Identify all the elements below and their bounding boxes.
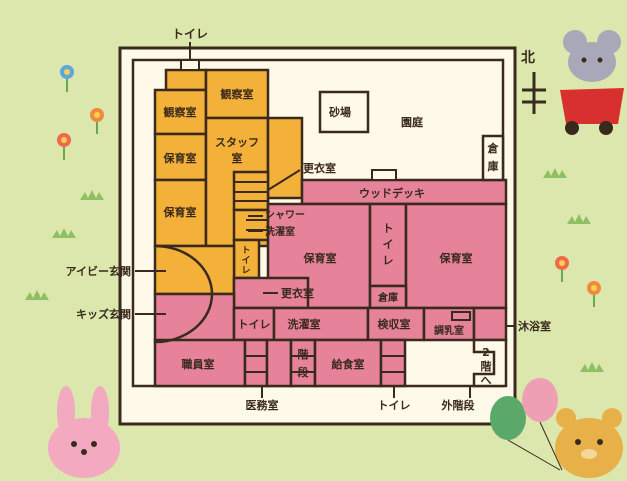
label-staff-room-suffix: 室 [232, 151, 243, 165]
label-prep: 調乳室 [434, 324, 464, 337]
label-second-floor-2: 階 [481, 359, 492, 373]
label-toilet-small-2: イ [241, 255, 250, 266]
entrance-door-arc [154, 244, 214, 344]
bunny-icon [48, 386, 120, 478]
grass-decorations [25, 168, 604, 372]
label-toilet-mid-3: レ [383, 254, 394, 267]
label-laundry-2: 洗濯室 [288, 317, 321, 331]
garden-door [371, 169, 397, 181]
north-arrow-icon [522, 72, 546, 114]
label-toilet-top: トイレ [172, 27, 208, 41]
label-ivy-entrance: アイビー玄関 [66, 264, 131, 278]
flower-icon [587, 281, 601, 307]
bear-icon [555, 408, 623, 478]
label-observation-1: 観察室 [164, 105, 197, 119]
label-laundry-1: 洗濯室 [265, 225, 295, 238]
label-observation-2: 観察室 [221, 87, 254, 101]
flower-decorations [57, 65, 601, 307]
room-laundry-1 [232, 208, 270, 242]
outer-stairs-shape [472, 338, 508, 388]
pink-zone [153, 178, 508, 388]
storage-ne [481, 134, 505, 182]
room-staff-annex [266, 116, 304, 200]
label-nursery-3: 保育室 [303, 251, 337, 265]
north-label: 北 [521, 50, 535, 66]
label-nursery-1: 保育室 [163, 151, 197, 165]
label-changing-1: 更衣室 [303, 161, 336, 175]
label-stairs-1: 階 [298, 347, 309, 361]
label-toilet-small-3: レ [241, 265, 250, 276]
flower-icon [90, 108, 104, 134]
label-toilet-bottom: トイレ [378, 399, 411, 412]
label-garden: 園庭 [401, 115, 423, 129]
label-kitchen: 給食室 [332, 357, 365, 371]
room-toilet-bottom [379, 338, 407, 388]
label-nursery-2: 保育室 [163, 205, 197, 219]
room-laundry-2 [272, 306, 370, 342]
label-staff-room: スタッフ [215, 136, 259, 149]
label-nursery-4: 保育室 [439, 251, 473, 265]
label-second-floor-3: へ [481, 374, 492, 387]
label-storage-ne-2: 庫 [488, 159, 499, 173]
room-nursery-4 [404, 202, 508, 310]
room-prep [422, 306, 476, 342]
room-kids-entrance [153, 292, 236, 344]
flower-icon [57, 133, 71, 160]
room-toilet-top [164, 68, 208, 92]
label-storage-mid: 倉庫 [377, 291, 398, 304]
compass: 北 [521, 50, 546, 114]
room-observation-2 [204, 68, 270, 120]
label-medical: 医務室 [246, 398, 279, 412]
label-toilet-mid-1: ト [383, 222, 394, 235]
label-inspection: 検収室 [378, 317, 411, 331]
room-ivy-entrance [153, 244, 236, 296]
pink-detail-lines [245, 311, 471, 373]
toilet-top-window [180, 59, 200, 71]
room-labels: トイレ 観察室 観察室 保育室 保育室 スタッフ 室 砂場 園庭 倉 庫 更衣室… [66, 27, 551, 412]
room-nursery-2 [153, 178, 208, 248]
label-toilet-mid-2: イ [383, 238, 394, 251]
room-toilet-row [232, 306, 276, 342]
balloons-icon [490, 378, 563, 471]
flower-icon [555, 256, 569, 282]
label-sandbox: 砂場 [329, 105, 351, 119]
label-wood-deck: ウッドデッキ [359, 186, 425, 200]
label-stairs-2: 段 [298, 365, 309, 379]
room-bath [472, 306, 508, 342]
label-changing-2: 更衣室 [281, 286, 314, 300]
label-toilet-small-1: ト [241, 245, 250, 256]
flower-icon [60, 65, 74, 92]
label-storage-ne-1: 倉 [487, 141, 500, 155]
room-kitchen [313, 338, 383, 388]
room-corridor [265, 338, 293, 388]
label-staff-office: 職員室 [182, 357, 215, 371]
room-medical-corridor [243, 338, 269, 388]
label-toilet-row: トイレ [238, 318, 271, 331]
sandbox [318, 90, 370, 134]
label-outer-stairs: 外階段 [441, 398, 475, 412]
label-kids-entrance: キッズ玄関 [76, 307, 131, 321]
mouse-cart-icon [560, 30, 624, 135]
room-stairs [289, 338, 317, 388]
label-shower: シャワー [265, 209, 305, 221]
label-second-floor-1: 2 [482, 346, 490, 359]
leader-lines [135, 42, 516, 398]
label-bath: 沐浴室 [518, 319, 551, 333]
